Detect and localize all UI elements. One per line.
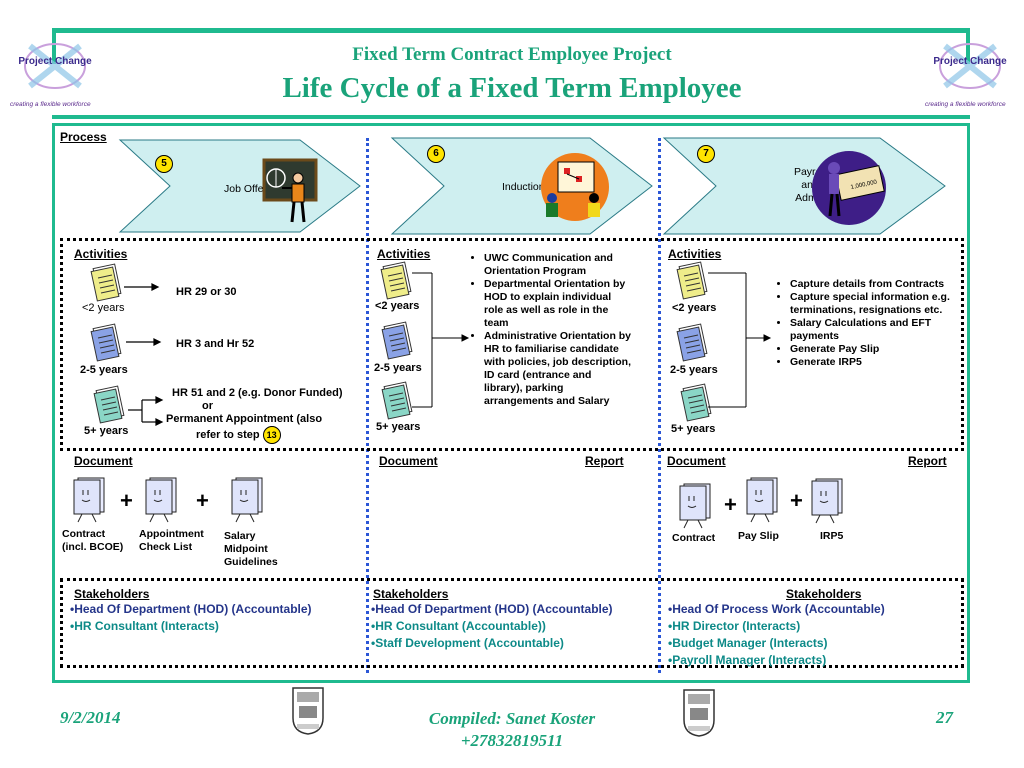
plus-sign-3: + (724, 492, 737, 518)
stakeholder-c3-4: •Payroll Manager (Interacts) (668, 652, 885, 669)
stakeholder-c3-1: •Head Of Process Work (Accountable) (668, 601, 885, 618)
stakeholders-header-1: Stakeholders (74, 587, 149, 601)
plus-sign-2: + (196, 488, 209, 514)
footer-date: 9/2/2014 (60, 708, 120, 728)
doc-contract-label-line2: (incl. BCOE) (62, 541, 123, 554)
doc-contract-icon (74, 478, 104, 522)
stakeholder-c1-2: •HR Consultant (Interacts) (70, 618, 312, 635)
stakeholders-col2: •Head Of Department (HOD) (Accountable) … (371, 601, 613, 652)
stakeholders-col3: •Head Of Process Work (Accountable) •HR … (668, 601, 885, 669)
doc-salary-label-line3: Guidelines (224, 556, 278, 569)
stakeholder-c1-1: •Head Of Department (HOD) (Accountable) (70, 601, 312, 618)
stakeholders-col1: •Head Of Department (HOD) (Accountable) … (70, 601, 312, 635)
doc-appointment-label-line1: Appointment (139, 528, 204, 541)
stakeholder-c2-1: •Head Of Department (HOD) (Accountable) (371, 601, 613, 618)
doc-contract-label: Contract (incl. BCOE) (62, 528, 123, 554)
doc3-payslip-icon (747, 478, 777, 522)
doc3-irp5-label: IRP5 (820, 530, 843, 542)
doc-salary-label: Salary Midpoint Guidelines (224, 530, 278, 569)
doc3-irp5-icon (812, 479, 842, 523)
doc3-payslip-label: Pay Slip (738, 530, 779, 542)
doc-salary-label-line2: Midpoint (224, 543, 278, 556)
doc-salary-label-line1: Salary (224, 530, 278, 543)
footer-compiled: Compiled: Sanet Koster +27832819511 (362, 708, 662, 752)
doc3-contract-icon (680, 484, 710, 528)
crest-icon-left (291, 686, 325, 736)
footer-page-number: 27 (936, 708, 953, 728)
stakeholder-c2-2: •HR Consultant (Accountable)) (371, 618, 613, 635)
doc-appointment-label-line2: Check List (139, 541, 204, 554)
stakeholders-header-3: Stakeholders (786, 587, 861, 601)
plus-sign-4: + (790, 488, 803, 514)
stakeholder-c2-3: •Staff Development (Accountable) (371, 635, 613, 652)
doc-appointment-icon (146, 478, 176, 522)
footer-phone: +27832819511 (362, 730, 662, 752)
doc3-contract-label: Contract (672, 532, 715, 544)
stakeholder-c3-2: •HR Director (Interacts) (668, 618, 885, 635)
plus-sign-1: + (120, 488, 133, 514)
doc-salary-icon (232, 478, 262, 522)
document-icons (0, 0, 1024, 580)
stakeholders-header-2: Stakeholders (373, 587, 448, 601)
doc-appointment-label: Appointment Check List (139, 528, 204, 554)
footer-compiled-name: Compiled: Sanet Koster (362, 708, 662, 730)
crest-icon-right (682, 688, 716, 738)
stakeholder-c3-3: •Budget Manager (Interacts) (668, 635, 885, 652)
doc-contract-label-line1: Contract (62, 528, 123, 541)
